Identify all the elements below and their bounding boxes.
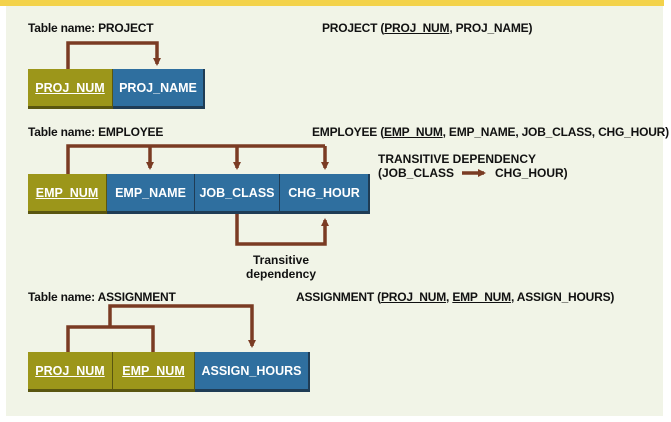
assignment-schema-rest: , ASSIGN_HOURS) [510,290,615,304]
project-schema-name: PROJECT [322,21,378,35]
employee-table-label: Table name: EMPLOYEE [28,125,164,139]
employee-schema: EMPLOYEE (EMP_NUM, EMP_NAME, JOB_CLASS, … [312,125,669,139]
transitive-arrow-below [235,214,329,246]
assignment-schema-key-emp-num: EMP_NUM [452,290,511,304]
assignment-col-emp-num: EMP_NUM [113,352,196,392]
employee-col-chg-hour: CHG_HOUR [280,174,370,214]
project-col-proj-name: PROJ_NAME [113,69,205,109]
employee-schema-rest: , EMP_NAME, JOB_CLASS, CHG_HOUR) [442,125,670,139]
project-schema-rest: , PROJ_NAME) [449,21,533,35]
transitive-to: CHG_HOUR) [495,166,568,180]
right-margin [664,0,671,422]
assignment-schema: ASSIGNMENT (PROJ_NUM, EMP_NUM, ASSIGN_HO… [296,290,615,304]
note-line-2: dependency [245,267,317,281]
employee-col-job-class: JOB_CLASS [195,174,281,214]
employee-schema-key-emp-num: EMP_NUM [384,125,443,139]
employee-dependency-line [66,144,325,174]
note-line-1: Transitive [252,253,310,267]
project-table-label: Table name: PROJECT [28,21,154,35]
transitive-dependency-note: Transitive dependency [236,253,326,281]
transitive-from: (JOB_CLASS [378,166,455,180]
transitive-dependency-title: TRANSITIVE DEPENDENCY [378,152,537,166]
project-schema: PROJECT (PROJ_NUM, PROJ_NAME) [322,21,533,35]
assignment-schema-name: ASSIGNMENT [296,290,375,304]
assignment-schema-key-proj-num: PROJ_NUM [380,290,447,304]
assignment-dependency-arrow [108,304,256,348]
assignment-table-label: Table name: ASSIGNMENT [28,290,176,304]
top-accent-bar [0,0,671,6]
employee-col-emp-name: EMP_NAME [107,174,196,214]
assignment-key-bracket [66,325,155,352]
project-schema-key-proj-num: PROJ_NUM [384,21,450,35]
assignment-col-assign-hours: ASSIGN_HOURS [195,352,310,392]
employee-schema-name: EMPLOYEE [312,125,378,139]
project-dependency-arrow [66,41,161,69]
